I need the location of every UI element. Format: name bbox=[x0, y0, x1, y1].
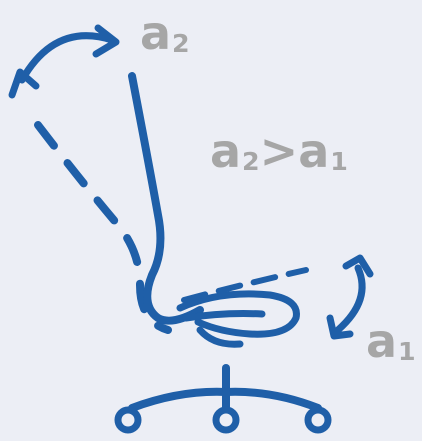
caster-right bbox=[304, 406, 332, 434]
seat bbox=[176, 290, 300, 348]
curved-double-arrow-right bbox=[326, 254, 374, 340]
reclined-backrest-dashed bbox=[34, 121, 172, 334]
upright-backrest bbox=[128, 72, 204, 325]
angle-label-a2: a2 bbox=[140, 6, 190, 60]
caster-center bbox=[212, 406, 240, 434]
caster-left bbox=[114, 406, 142, 434]
angle-label-a1: a1 bbox=[366, 314, 416, 368]
tilted-seat-dashed bbox=[181, 267, 309, 303]
curved-double-arrow-top bbox=[8, 24, 120, 99]
angle-comparison-label: a2>a1 bbox=[210, 124, 348, 178]
